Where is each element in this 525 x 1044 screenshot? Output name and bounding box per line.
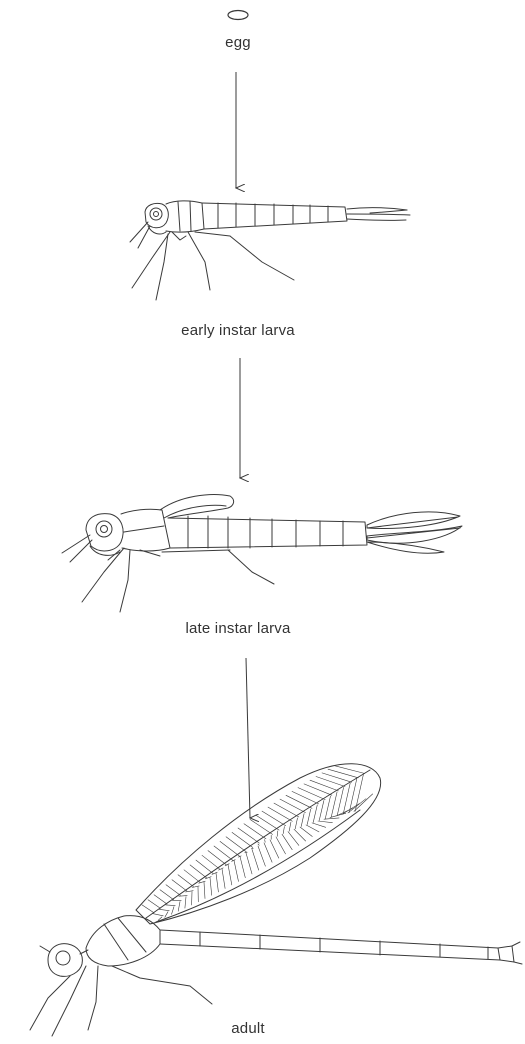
wing-cross-vein — [240, 857, 245, 878]
wing-cross-vein — [210, 878, 212, 896]
wing-cross-vein — [322, 773, 352, 782]
wing-cross-vein — [316, 777, 345, 787]
wing-cross-vein — [208, 851, 226, 865]
wing-cross-vein — [289, 822, 291, 831]
wing-cross-vein — [292, 791, 319, 804]
wing-cross-vein — [276, 837, 286, 854]
wing-cross-vein — [286, 795, 312, 808]
wing-cross-vein — [268, 807, 292, 821]
wing-cross-vein — [148, 900, 161, 909]
wing-cross-vein — [324, 818, 339, 819]
wing-cross-vein — [214, 846, 233, 861]
wing-cross-vein — [244, 824, 266, 839]
wing-cross-vein — [179, 896, 187, 897]
wing-cross-vein — [204, 882, 205, 898]
wing-cross-vein — [185, 897, 186, 909]
wing-cross-vein — [280, 799, 306, 813]
wing-cross-vein — [166, 885, 180, 896]
wing-cross-vein — [298, 788, 325, 800]
adult-damselfly-drawing — [30, 764, 522, 1036]
wing-cross-vein — [160, 890, 174, 900]
wing-cross-vein — [258, 844, 259, 845]
wing-cross-vein — [270, 840, 279, 858]
wing-cross-vein — [252, 849, 259, 870]
wing-cross-vein — [319, 801, 324, 821]
wing-cross-vein — [154, 895, 167, 904]
wing-cross-vein — [190, 865, 207, 878]
wing-cross-vein — [331, 792, 337, 817]
wing-cross-vein — [295, 818, 297, 829]
wing-cross-vein — [184, 870, 200, 883]
wing-cross-vein — [226, 837, 246, 852]
wing-cross-vein — [282, 834, 292, 850]
wing-cross-vein — [300, 827, 312, 837]
wing-cross-vein — [288, 832, 299, 846]
wing-cross-vein — [178, 902, 180, 912]
wing-cross-vein — [165, 912, 168, 918]
wing-cross-vein — [306, 825, 319, 832]
wing-cross-vein — [301, 814, 304, 827]
late-instar-larva-label: late instar larva — [185, 620, 290, 637]
wing-cross-vein — [294, 829, 306, 841]
wing-cross-vein — [304, 784, 332, 795]
wing-venation — [142, 766, 373, 921]
late-instar-larva-drawing — [62, 495, 462, 612]
egg-drawing — [228, 11, 248, 20]
early-instar-larva-label: early instar larva — [181, 322, 295, 339]
egg-label: egg — [225, 34, 251, 51]
wing-cross-vein — [142, 905, 154, 913]
wing-cross-vein — [172, 907, 175, 915]
wing-cross-vein — [250, 819, 273, 834]
adult-label: adult — [231, 1020, 265, 1037]
wing-cross-vein — [258, 846, 265, 866]
wing-cross-vein — [216, 873, 218, 892]
wing-cross-vein — [153, 914, 164, 916]
wing-cross-vein — [159, 909, 169, 910]
wing-cross-vein — [232, 832, 253, 847]
wing-cross-vein — [264, 843, 272, 862]
wing-cross-vein — [343, 783, 350, 814]
wing-cross-vein — [312, 823, 326, 827]
wing-cross-vein — [310, 780, 338, 791]
early-instar-larva-drawing — [130, 201, 410, 300]
wing-cross-vein — [238, 828, 259, 843]
wing-cross-vein — [318, 821, 332, 823]
wing-cross-vein — [222, 869, 225, 889]
wing-cross-vein — [337, 787, 343, 815]
wing-cross-vein — [262, 811, 286, 826]
wing-cross-vein — [166, 905, 175, 906]
arrow-late-larva-to-adult — [246, 658, 250, 818]
wing-cross-vein — [246, 853, 252, 874]
wing-cross-vein — [274, 803, 299, 817]
wing-cross-vein — [178, 875, 194, 887]
wing-cross-vein — [313, 805, 317, 823]
wing-cross-vein — [228, 865, 232, 885]
wing-cross-vein — [265, 840, 266, 843]
wing-cross-vein — [256, 815, 279, 830]
wing-cross-vein — [220, 841, 240, 856]
wing-cross-vein — [234, 861, 239, 882]
wing-cross-vein — [172, 880, 187, 891]
wing-cross-vein — [283, 827, 284, 834]
wing-cross-vein — [325, 796, 330, 819]
wing-cross-vein — [307, 809, 311, 824]
wing-cross-vein — [277, 831, 278, 836]
